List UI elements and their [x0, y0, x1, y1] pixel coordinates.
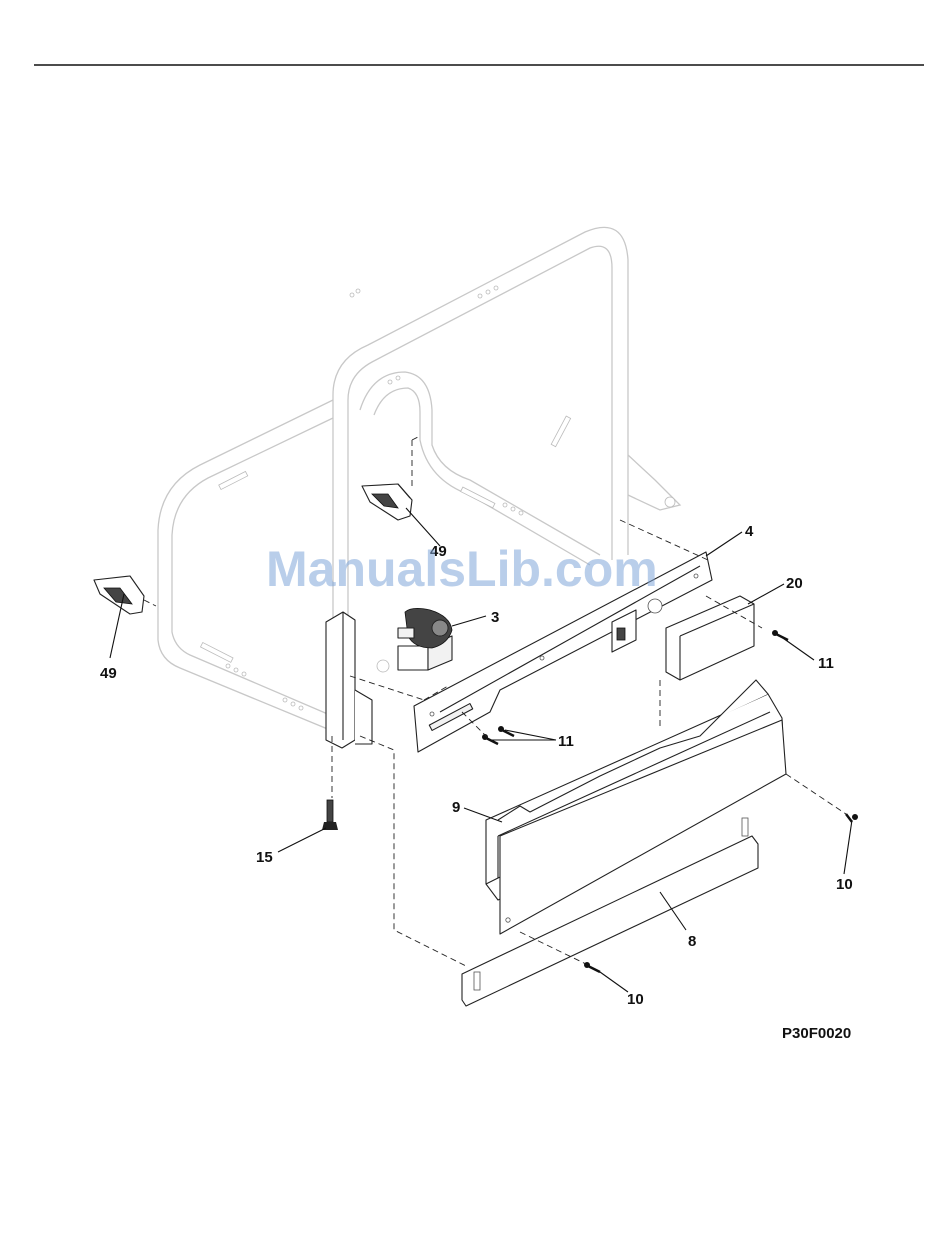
- front-leg-bracket: [326, 612, 372, 748]
- callout-11-middle: 11: [558, 733, 574, 750]
- callout-20: 20: [786, 575, 803, 592]
- leveling-leg-bolt: [322, 800, 338, 830]
- leveling-foot-left: [94, 576, 144, 614]
- watermark: ManualsLib.com: [266, 541, 658, 597]
- callout-4: 4: [745, 523, 754, 540]
- callout-11-right: 11: [818, 655, 834, 672]
- inlet-valve: [398, 608, 452, 670]
- leveling-foot-upper: [362, 484, 412, 520]
- screw-11-right: [772, 630, 788, 640]
- callout-8: 8: [688, 933, 696, 950]
- callout-10-right: 10: [836, 876, 853, 893]
- callout-15: 15: [256, 849, 273, 866]
- figure-code: P30F0020: [782, 1025, 851, 1042]
- screw-10-bottom: [584, 962, 600, 972]
- callout-49-left: 49: [100, 665, 117, 682]
- callout-3: 3: [491, 609, 499, 626]
- callout-9: 9: [452, 799, 460, 816]
- callout-10-bottom: 10: [627, 991, 644, 1008]
- channel-cover: [666, 596, 754, 680]
- screws-11-middle: [482, 726, 514, 744]
